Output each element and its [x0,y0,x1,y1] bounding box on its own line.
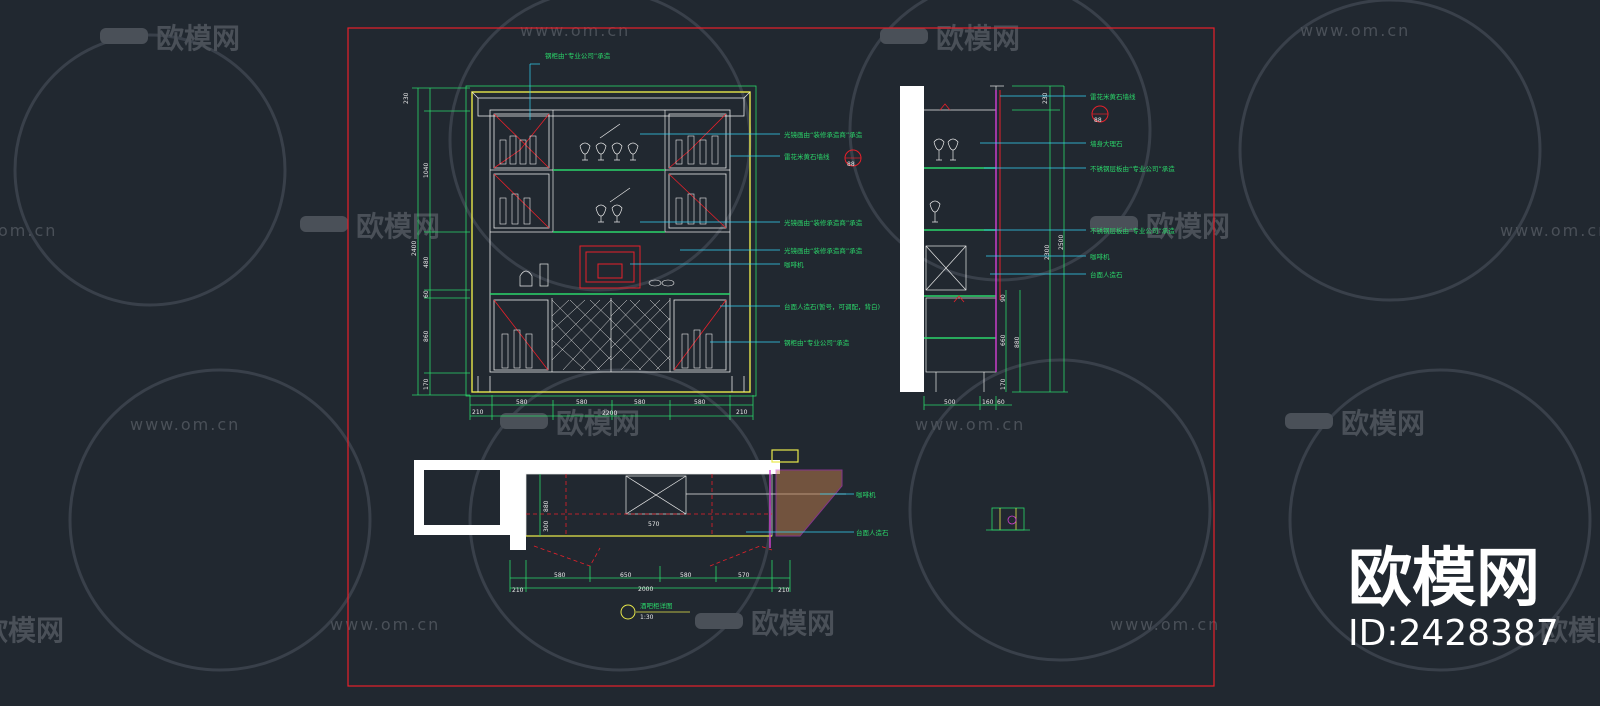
model-id: ID:2428387 [1348,613,1559,654]
dim-front-left: 230 [403,92,410,104]
watermark-url: www.om.cn [130,415,240,434]
dim-front-left-total: 2400 [411,241,418,256]
watermark-url: www.om.cn [1300,21,1410,40]
dim-front-left: 1040 [423,163,430,178]
dim-side-bottom: 60 [997,399,1005,406]
note-plan: 台面人造石 [856,528,889,537]
dim-front-left: 480 [423,256,430,268]
dim-side-right: 230 [1042,92,1049,104]
side-elevation: 230 2300 2500 880 90 660 170 500 160 60 … [900,85,1175,410]
plan-scale: 1:30 [640,614,654,621]
plan-title: 酒吧柜详图 [640,601,673,610]
note-front: 雷花米黄石墙线 [784,152,830,161]
dim-front-bottom: 580 [694,399,706,406]
note-front: 台面人造石(暂号，可调配，背白) [784,302,880,311]
callout-label: 88 [847,161,855,168]
dim-side-right: 2500 [1058,235,1065,250]
note-front: 光镜画由“装修承造商”承造 [784,246,863,255]
watermark-brand: 欧模网 [751,607,835,640]
dim-front-bottom-total: 2200 [602,410,617,417]
dim-plan-bottom: 210 [512,587,524,594]
sheet-border [347,27,1215,687]
dim-side-bottom: 160 [982,399,994,406]
dim-front-left: 860 [423,330,430,342]
dim-plan-total: 2000 [638,586,653,593]
dim-front-bottom: 580 [516,399,528,406]
dim-plan-bottom: 580 [554,572,566,579]
watermark-brand: 欧模网 [0,614,64,647]
callout-label: 88 [1094,117,1102,124]
dim-front-bottom: 580 [576,399,588,406]
dim-plan-left: 300 [543,520,550,532]
plan-view: 咖啡机 台面人造石 210 580 650 580 570 210 2000 8… [414,449,889,621]
watermark-brand: 欧模网 [556,407,640,440]
brand-title: 欧模网 [1348,542,1540,616]
watermark-brand: 欧模网 [1146,210,1230,243]
dim-front-bottom: 580 [634,399,646,406]
title-bubble [620,604,636,620]
note-side: 雷花米黄石墙线 [1090,92,1136,101]
watermark-url: www.om.cn [915,415,1025,434]
dim-side-right: 880 [1014,336,1021,348]
dim-plan-bottom: 650 [620,572,632,579]
dim-side-right: 2300 [1044,245,1051,260]
dim-side-small: 170 [1000,378,1007,390]
watermark-brand: 欧模网 [356,210,440,243]
watermark-url: www.om.cn [1110,615,1220,634]
dim-front-left: 170 [423,378,430,390]
note-front: 光镜画由“装修承造商”承造 [784,218,863,227]
note-side: 台面人造石 [1090,270,1123,279]
dim-plan-bottom: 210 [778,587,790,594]
dim-side-bottom: 500 [944,399,956,406]
dim-side-small: 90 [1000,294,1007,302]
watermark-brand: 欧模网 [936,22,1020,55]
note-front: 光镜画由“装修承造商”承造 [784,130,863,139]
watermark-brand: 欧模网 [1341,407,1425,440]
note-plan: 咖啡机 [856,490,876,499]
note-side: 墙身大理石 [1090,139,1123,148]
watermark-brand: 欧模网 [1540,614,1600,647]
dim-front-bottom: 210 [472,409,484,416]
watermark-url-partial: om.cn [0,221,57,240]
watermark-url: www.om.cn [330,615,440,634]
watermarks: 欧模网 www.om.cn 欧模网 www.om.cn om.cn 欧模网 欧模… [0,21,1600,647]
note-side: 不锈钢层板由“专业公司”承造 [1090,226,1175,235]
watermark-url: www.om.cn [1500,221,1600,240]
watermark-url: www.om.cn [520,21,630,40]
note-side: 不锈钢层板由“专业公司”承造 [1090,164,1175,173]
dim-front-bottom: 210 [736,409,748,416]
dim-plan-inner: 570 [648,521,660,528]
dim-plan-left: 880 [543,500,550,512]
brand-watermark: 欧模网 ID:2428387 [1348,542,1559,654]
note-front: 钢柜由“专业公司”承造 [784,338,850,347]
dim-side-small: 660 [1000,334,1007,346]
small-symbol [986,507,1030,531]
dim-front-left: 60 [423,290,430,298]
dim-plan-bottom: 570 [738,572,750,579]
note-side: 咖啡机 [1090,252,1110,261]
front-elevation: 230 1040 480 60 860 170 2400 210 580 580… [403,51,880,420]
note-front: 咖啡机 [784,260,804,269]
dim-plan-bottom: 580 [680,572,692,579]
watermark-brand: 欧模网 [156,22,240,55]
note-front: 钢柜由“专业公司”承造 [545,51,611,60]
